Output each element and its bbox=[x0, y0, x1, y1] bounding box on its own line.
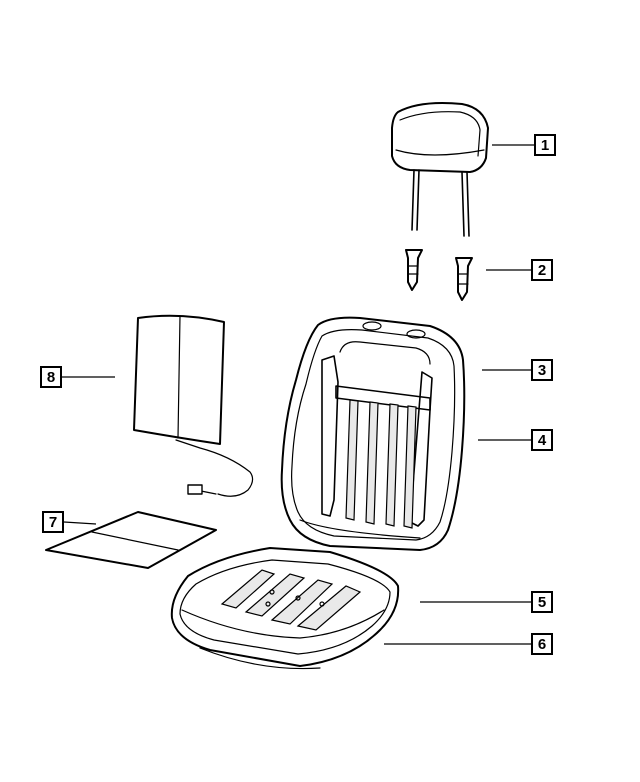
callout-6: 6 bbox=[531, 633, 553, 655]
leader-7 bbox=[63, 521, 97, 525]
seat-cushion bbox=[170, 547, 400, 670]
seat-back bbox=[280, 316, 466, 551]
callout-1: 1 bbox=[534, 134, 556, 156]
callout-3: 3 bbox=[531, 359, 553, 381]
callout-5: 5 bbox=[531, 591, 553, 613]
callout-8: 8 bbox=[40, 366, 62, 388]
headrest-guide-sleeves bbox=[405, 249, 473, 301]
headrest bbox=[391, 102, 489, 237]
callout-2: 2 bbox=[531, 259, 553, 281]
callout-7: 7 bbox=[42, 511, 64, 533]
seat-heater-pad bbox=[45, 511, 217, 569]
callout-4: 4 bbox=[531, 429, 553, 451]
seat-back-panel bbox=[133, 314, 254, 497]
